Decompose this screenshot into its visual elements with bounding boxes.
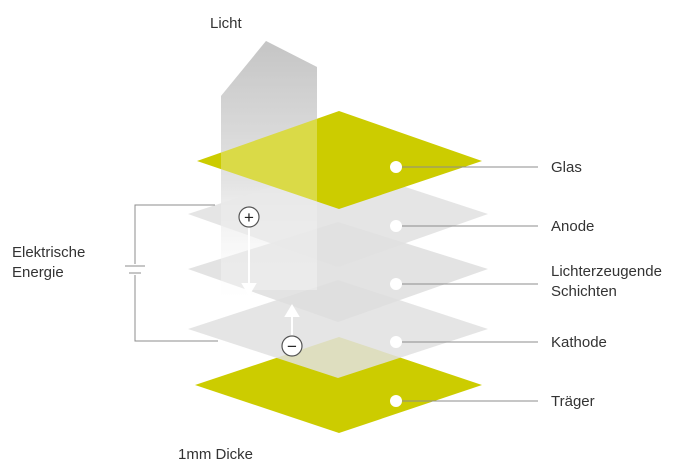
layer-anode <box>188 165 488 267</box>
marker-dot-anode <box>390 220 402 232</box>
circuit-wire-top <box>134 204 215 264</box>
light-label: Licht <box>210 15 243 32</box>
energy-label-line2: Energie <box>12 264 64 281</box>
minus-symbol: − <box>287 337 297 356</box>
layer-label-anode: Anode <box>551 218 594 235</box>
marker-dot-kathode <box>390 336 402 348</box>
layer-traeger <box>195 337 482 433</box>
plus-symbol: + <box>244 208 254 227</box>
plus-circle-icon <box>238 206 260 228</box>
layer-kathode <box>188 280 488 378</box>
arrow-up-head <box>284 304 300 317</box>
energy-label-line1: Elektrische <box>12 244 85 261</box>
marker-dot-glas <box>390 161 402 173</box>
light-beam-overlay <box>221 41 317 290</box>
layer-label-lichterzeugende-2: Schichten <box>551 283 617 300</box>
layer-label-lichterzeugende-1: Lichterzeugende <box>551 263 662 280</box>
marker-dot-lichterzeugende <box>390 278 402 290</box>
layer-label-kathode: Kathode <box>551 334 607 351</box>
minus-circle-icon <box>281 335 303 357</box>
layer-glas <box>197 111 482 209</box>
arrow-down-head <box>241 283 257 296</box>
thickness-label: 1mm Dicke <box>178 446 253 463</box>
circuit-wire-bottom <box>134 275 218 342</box>
layer-label-traeger: Träger <box>551 393 595 410</box>
layer-label-glas: Glas <box>551 159 582 176</box>
marker-dot-traeger <box>390 395 402 407</box>
layer-lichterzeugende <box>188 222 488 322</box>
